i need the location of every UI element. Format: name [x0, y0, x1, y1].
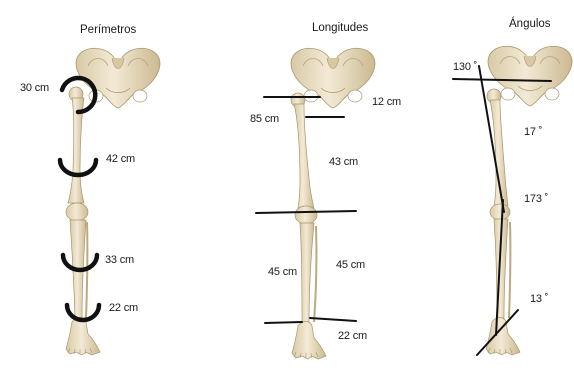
ankle-perimeter-arc: [67, 305, 99, 320]
label-upper-angle: 17 ˚: [524, 126, 542, 138]
label-tibia-length-right: 45 cm: [336, 259, 365, 271]
label-hip-perimeter: 30 cm: [20, 82, 49, 94]
label-calf-perimeter: 33 cm: [105, 254, 134, 266]
label-thigh-perimeter: 42 cm: [106, 153, 135, 165]
ankle-level-line-left: [265, 322, 302, 323]
label-ankle-perimeter: 22 cm: [109, 302, 138, 314]
label-foot-length: 22 cm: [338, 330, 367, 342]
label-femur-length: 85 cm: [250, 113, 279, 125]
label-knee-angle: 173 ˚: [524, 193, 548, 205]
label-ankle-angle: 13 ˚: [530, 293, 548, 305]
ankle-level-line-right: [310, 318, 356, 321]
skeleton-longitudes: [291, 48, 375, 359]
knee-level-line: [256, 211, 356, 213]
title-angulos: Ángulos: [509, 18, 551, 30]
title-perimetros: Perímetros: [80, 24, 136, 36]
label-hip-angle: 130 ˚: [453, 61, 477, 73]
label-tibia-length-left: 45 cm: [268, 266, 297, 278]
title-longitudes: Longitudes: [312, 22, 368, 34]
label-pelvis-length: 12 cm: [372, 96, 401, 108]
label-thigh-length: 43 cm: [329, 156, 358, 168]
